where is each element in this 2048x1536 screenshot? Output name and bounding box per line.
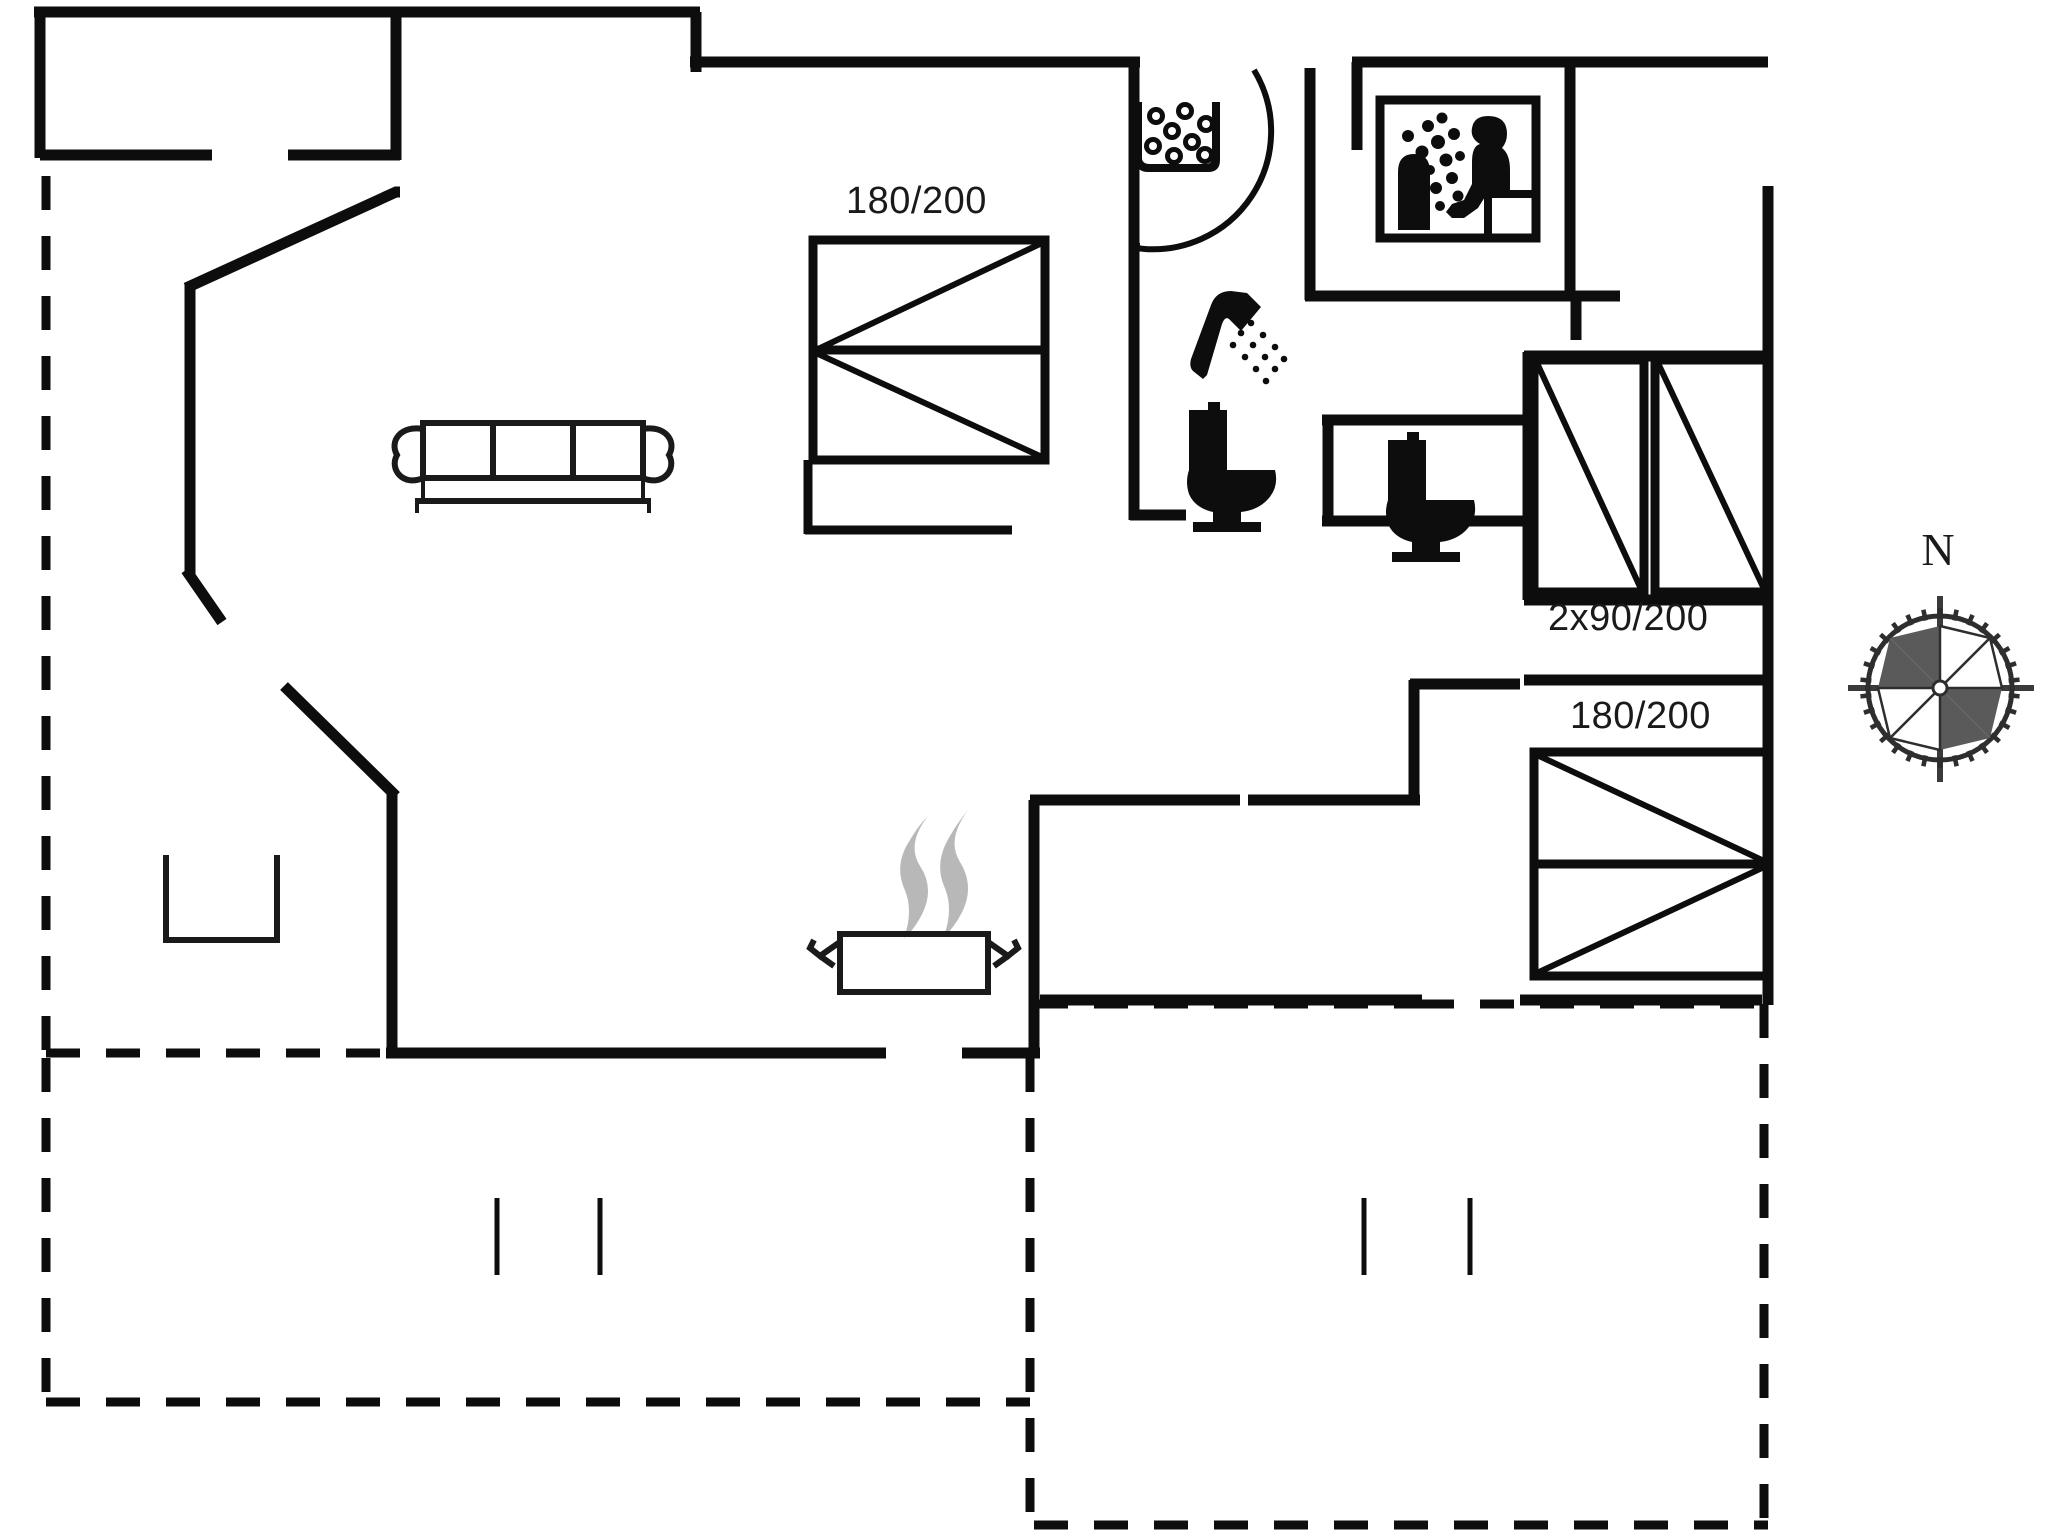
- shower-icon: [1190, 291, 1288, 385]
- terrace-outlines: [41, 176, 1769, 1530]
- cooking-pot-icon: [806, 810, 1022, 995]
- double-bed-icon-bottom: [1529, 747, 1772, 981]
- bed-dimension-label-top: 180/200: [846, 180, 987, 222]
- sofa-icon: [391, 420, 675, 513]
- sauna-icon: [1375, 95, 1541, 243]
- bed-dimension-label-twin: 2x90/200: [1548, 597, 1708, 639]
- compass-north-label: N: [1921, 524, 1954, 575]
- terrace-step-marks: [494, 1198, 1473, 1275]
- toilet-icon-2: [1386, 432, 1476, 562]
- single-bed-icons-twin: [1529, 355, 1772, 597]
- washing-machine-icon: [1136, 102, 1220, 172]
- door-swing-utility: [1135, 68, 1275, 253]
- double-bed-icon-top: [803, 235, 1050, 535]
- counter-left: [163, 855, 280, 943]
- compass-rose-icon: N: [1848, 524, 2034, 782]
- bed-dimension-label-bottom: 180/200: [1570, 695, 1711, 737]
- toilet-icon-1: [1187, 402, 1277, 532]
